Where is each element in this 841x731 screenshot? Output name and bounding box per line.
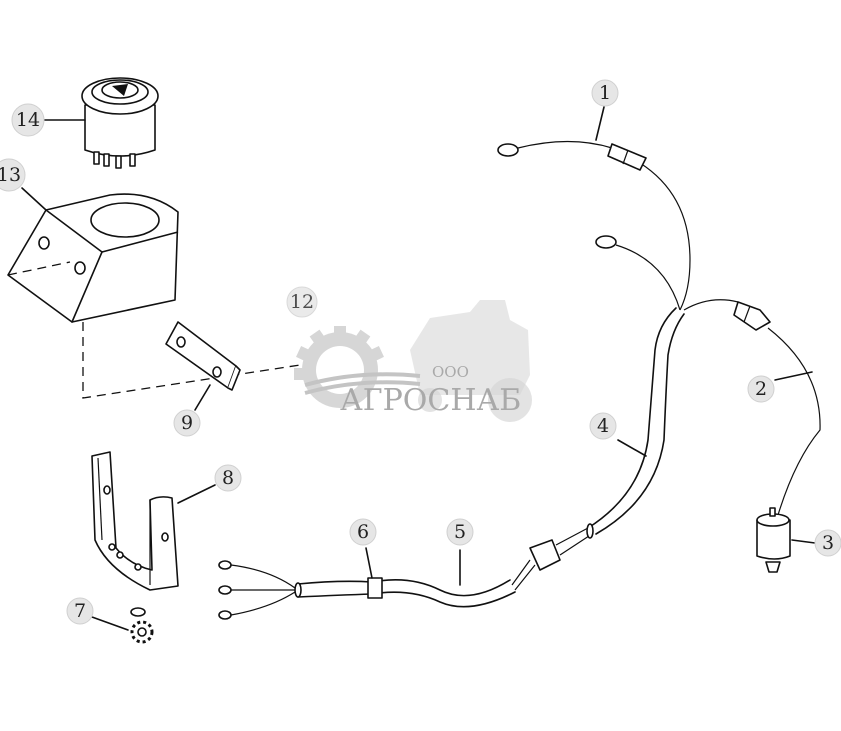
callout-label: 14 bbox=[16, 109, 40, 131]
part-3-sensor bbox=[756, 507, 816, 573]
callout-5: 5 bbox=[446, 518, 474, 546]
callout-label: 4 bbox=[597, 415, 609, 437]
callout-14: 14 bbox=[11, 103, 45, 137]
part-8-u-bracket bbox=[91, 451, 216, 591]
part-2-wire bbox=[683, 299, 821, 516]
callout-1: 1 bbox=[591, 79, 619, 107]
part-13-housing bbox=[7, 187, 301, 399]
callout-3: 3 bbox=[814, 529, 841, 557]
callout-4: 4 bbox=[589, 412, 617, 440]
part-9-plate bbox=[165, 321, 241, 411]
callout-label: 7 bbox=[74, 600, 86, 622]
callout-label: 9 bbox=[181, 412, 193, 434]
watermark-prefix: ООО bbox=[432, 363, 469, 381]
watermark-company: АГРОСНАБ bbox=[340, 383, 521, 418]
part-14-switch bbox=[43, 77, 159, 169]
part-5-harness bbox=[218, 527, 593, 620]
callout-2: 2 bbox=[747, 375, 775, 403]
callout-7: 7 bbox=[66, 597, 94, 625]
callout-label: 8 bbox=[222, 467, 234, 489]
callout-9: 9 bbox=[173, 409, 201, 437]
part-4-tube bbox=[586, 307, 685, 539]
callout-label: 13 bbox=[0, 164, 21, 186]
callout-label: 6 bbox=[357, 521, 369, 543]
callout-label: 12 bbox=[290, 291, 314, 313]
callout-6: 6 bbox=[349, 518, 377, 546]
callout-8: 8 bbox=[214, 464, 242, 492]
part-1-wire bbox=[497, 106, 691, 311]
harvester-icon bbox=[410, 300, 532, 422]
callout-label: 1 bbox=[599, 82, 611, 104]
callout-12: 12 bbox=[286, 286, 318, 318]
callout-label: 3 bbox=[822, 532, 834, 554]
part-7-nut-washer bbox=[91, 607, 154, 644]
watermark: ООО АГРОСНАБ bbox=[294, 300, 532, 422]
callout-label: 2 bbox=[755, 378, 767, 400]
callout-label: 5 bbox=[454, 521, 466, 543]
callout-13: 13 bbox=[0, 158, 26, 192]
